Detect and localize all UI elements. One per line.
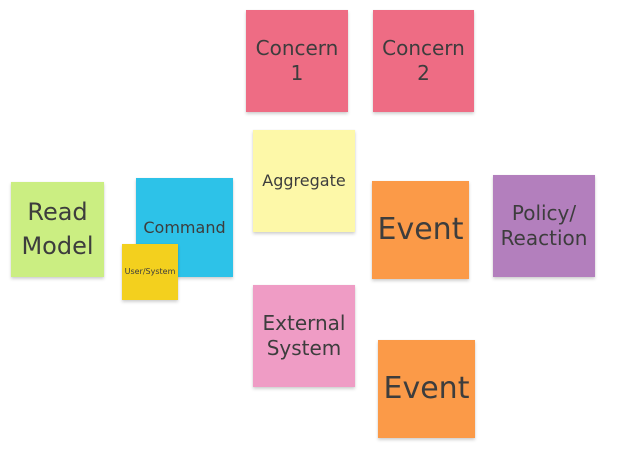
concern-1-text: Concern 1 bbox=[256, 36, 339, 86]
read-model-sticky-note[interactable]: Read Model bbox=[11, 182, 104, 277]
concern-1-sticky-note[interactable]: Concern 1 bbox=[246, 10, 348, 112]
concern-1-line1: Concern bbox=[255, 36, 339, 60]
aggregate-label: Aggregate bbox=[262, 171, 346, 190]
policy-reaction-line1: Policy/ bbox=[511, 201, 577, 225]
concern-2-sticky-note[interactable]: Concern 2 bbox=[373, 10, 474, 112]
external-system-line2: System bbox=[266, 336, 342, 360]
event-sticky-note[interactable]: Event bbox=[372, 181, 469, 279]
concern-1-line2: 1 bbox=[290, 61, 304, 85]
read-model-line2: Model bbox=[21, 231, 94, 260]
external-system-sticky-note[interactable]: External System bbox=[253, 285, 355, 387]
external-system-text: External System bbox=[263, 311, 346, 361]
event-sticky-note-2[interactable]: Event bbox=[378, 340, 475, 438]
external-system-line1: External bbox=[262, 311, 346, 335]
concern-2-line1: Concern bbox=[382, 36, 465, 60]
user-system-label: User/System bbox=[124, 267, 176, 276]
read-model-text: Read Model bbox=[21, 196, 93, 263]
command-label: Command bbox=[143, 217, 226, 237]
policy-reaction-line2: Reaction bbox=[500, 226, 588, 250]
event-label: Event bbox=[377, 212, 464, 248]
aggregate-sticky-note[interactable]: Aggregate bbox=[253, 130, 355, 232]
read-model-line1: Read bbox=[27, 197, 88, 226]
concern-2-line2: 2 bbox=[417, 61, 430, 85]
concern-2-text: Concern 2 bbox=[382, 36, 465, 86]
policy-reaction-sticky-note[interactable]: Policy/ Reaction bbox=[493, 175, 595, 277]
policy-reaction-text: Policy/ Reaction bbox=[501, 201, 588, 251]
event-2-label: Event bbox=[383, 371, 470, 407]
user-system-sticky-note[interactable]: User/System bbox=[122, 244, 178, 300]
